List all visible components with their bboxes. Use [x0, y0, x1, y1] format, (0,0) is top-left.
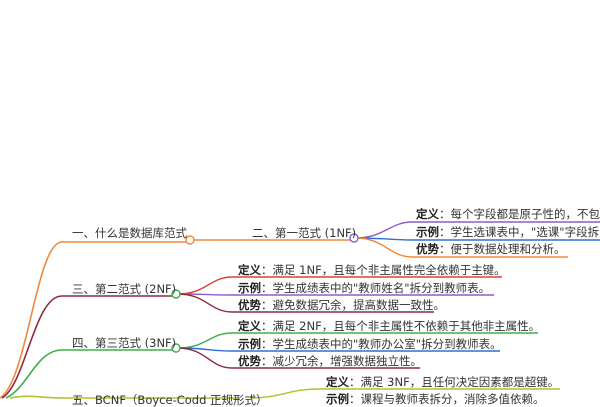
link-1nf-adv [355, 237, 568, 258]
topic-what-is-normal-form[interactable]: 一、什么是数据库范式 [72, 226, 187, 240]
label-key: 优势 [238, 354, 261, 368]
label-text: ：便于数据处理和分析。 [439, 242, 566, 256]
1nf-advantage[interactable]: 优势：便于数据处理和分析。 [416, 242, 566, 256]
branch-topic4 [5, 349, 176, 399]
link-2nf-adv [177, 293, 434, 313]
3nf-example[interactable]: 示例：学生成绩表中的"教师办公室"拆分到教师表。 [238, 337, 502, 351]
link-bcnf-def [249, 388, 560, 399]
bcnf-example[interactable]: 示例：课程与教师表拆分，消除多值依赖。 [326, 392, 545, 406]
topic-1nf[interactable]: 二、第一范式 (1NF) [252, 226, 357, 240]
branch-topic5 [9, 395, 240, 399]
label-key: 定义 [416, 207, 439, 221]
topic-2nf[interactable]: 三、第二范式 (2NF) [72, 282, 177, 296]
label-key: 定义 [238, 319, 261, 333]
label-key: 优势 [416, 242, 439, 256]
label-key: 示例 [238, 281, 261, 295]
label-key: 优势 [238, 298, 261, 312]
label-key: 示例 [416, 225, 439, 239]
node-dot-topic4[interactable] [171, 343, 181, 353]
label-key: 示例 [238, 337, 261, 351]
label-text: ：减少冗余，增强数据独立性。 [261, 354, 422, 368]
branch-topic3 [1, 295, 176, 399]
label-key: 定义 [238, 263, 261, 277]
node-dot-topic3[interactable] [171, 289, 181, 299]
link-3nf-adv [177, 347, 420, 369]
label-text: ：满足 2NF，且每个非主属性不依赖于其他非主属性。 [261, 319, 541, 333]
node-dot-topic2[interactable] [349, 233, 359, 243]
label-text: ：课程与教师表拆分，消除多值依赖。 [349, 392, 545, 406]
topic-bcnf[interactable]: 五、BCNF（Boyce-Codd 正规形式） [72, 393, 268, 407]
label-text: ：每个字段都是原子性的，不包含 [439, 207, 600, 221]
3nf-definition[interactable]: 定义：满足 2NF，且每个非主属性不依赖于其他非主属性。 [238, 319, 540, 333]
1nf-example[interactable]: 示例：学生选课表中，"选课"字段拆分 [416, 225, 600, 239]
1nf-definition[interactable]: 定义：每个字段都是原子性的，不包含 [416, 207, 600, 221]
topic-3nf[interactable]: 四、第三范式 (3NF) [72, 336, 177, 350]
2nf-example[interactable]: 示例：学生成绩表中的"教师姓名"拆分到教师表。 [238, 281, 490, 295]
label-key: 定义 [326, 375, 349, 389]
bcnf-definition[interactable]: 定义：满足 3NF，且任何决定因素都是超键。 [326, 375, 559, 389]
label-text: ：避免数据冗余，提高数据一致性。 [261, 298, 445, 312]
label-key: 示例 [326, 392, 349, 406]
label-text: ：学生选课表中，"选课"字段拆分 [439, 225, 600, 239]
label-text: ：学生成绩表中的"教师办公室"拆分到教师表。 [261, 337, 502, 351]
2nf-definition[interactable]: 定义：满足 1NF，且每个非主属性完全依赖于主键。 [238, 263, 506, 277]
branch-topic1 [0, 241, 190, 399]
label-text: ：满足 3NF，且任何决定因素都是超键。 [349, 375, 560, 389]
3nf-advantage[interactable]: 优势：减少冗余，增强数据独立性。 [238, 354, 422, 368]
label-text: ：学生成绩表中的"教师姓名"拆分到教师表。 [261, 281, 491, 295]
label-text: ：满足 1NF，且每个非主属性完全依赖于主键。 [261, 263, 506, 277]
2nf-advantage[interactable]: 优势：避免数据冗余，提高数据一致性。 [238, 298, 445, 312]
node-dot-topic1[interactable] [185, 235, 195, 245]
